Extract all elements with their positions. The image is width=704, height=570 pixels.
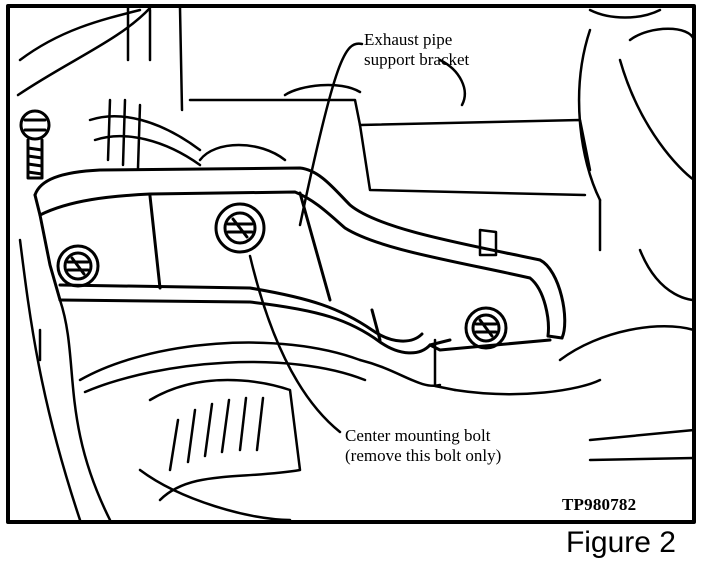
center-mounting-bolt <box>214 202 266 254</box>
drawing-code: TP980782 <box>562 495 637 514</box>
upper-left-stud-bolt <box>19 109 51 180</box>
figure-caption: Figure 2 <box>565 526 676 559</box>
bracket-leader-line <box>298 42 364 227</box>
bolt-leader-line <box>248 254 342 434</box>
right-bolt <box>464 306 508 350</box>
bolt-callout: Center mounting bolt (remove this bolt o… <box>345 426 501 466</box>
bracket-callout: Exhaust pipe support bracket <box>364 30 469 70</box>
bolt-callout-line1: Center mounting bolt <box>345 426 491 445</box>
support-bracket <box>33 166 567 355</box>
background-engine-parts <box>16 6 696 522</box>
bracket-callout-line1: Exhaust pipe <box>364 30 453 49</box>
bracket-callout-line2: support bracket <box>364 50 470 69</box>
bolt-callout-line2: (remove this bolt only) <box>345 446 502 465</box>
left-bolt <box>56 244 100 288</box>
figure-frame <box>6 4 696 524</box>
callout-leaders <box>248 42 364 434</box>
